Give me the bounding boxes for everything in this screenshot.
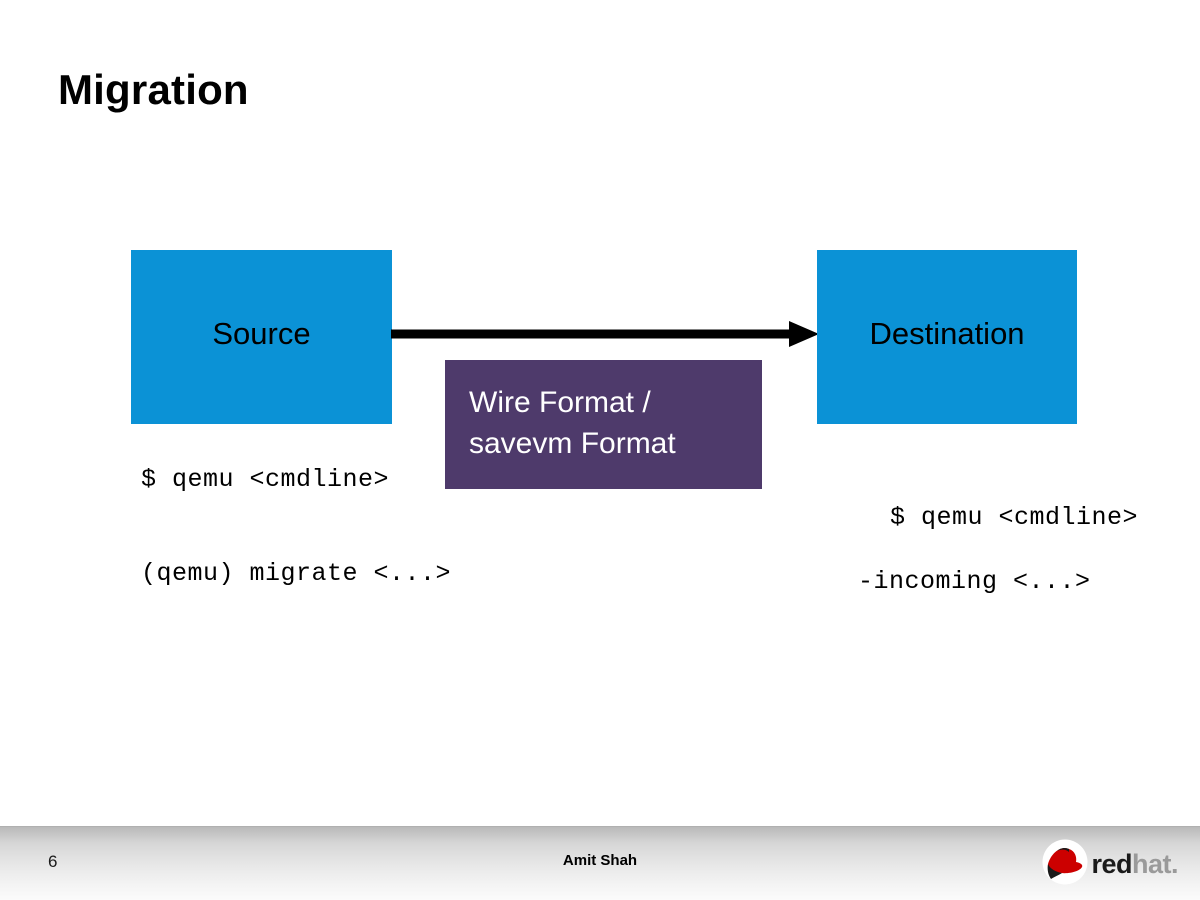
source-command-migrate: (qemu) migrate <...> xyxy=(141,559,452,588)
logo-word-hat: hat xyxy=(1131,848,1172,879)
wire-format-line-1: Wire Format / xyxy=(469,386,651,419)
footer-page-number: 6 xyxy=(48,852,58,871)
source-command-qemu: $ qemu <cmdline> xyxy=(141,465,390,494)
footer-author: Amit Shah xyxy=(562,852,638,869)
wire-format-line-2: savevm Format xyxy=(469,427,676,460)
source-node-label: Source xyxy=(212,315,311,351)
destination-node-label: Destination xyxy=(869,315,1025,351)
source-node-box: Source xyxy=(131,250,392,424)
page-title: Migration xyxy=(58,66,249,113)
destination-command-line-1: $ qemu <cmdline> xyxy=(890,503,1139,532)
logo-word-red: red xyxy=(1091,848,1132,879)
logo-dot: . xyxy=(1170,848,1179,879)
destination-command-line-2: -incoming <...> xyxy=(858,567,1091,596)
redhat-logo: redhat. xyxy=(1038,839,1179,890)
wire-format-box: Wire Format / savevm Format xyxy=(445,360,762,489)
arrow-right-icon xyxy=(391,320,819,348)
destination-node-box: Destination xyxy=(817,250,1077,424)
redhat-fedora-icon xyxy=(1042,839,1088,890)
destination-command: $ qemu <cmdline> -incoming <...> xyxy=(828,470,1138,662)
redhat-wordmark: redhat. xyxy=(1091,848,1179,879)
slide-footer: 6 Amit Shah redhat. xyxy=(0,826,1200,900)
